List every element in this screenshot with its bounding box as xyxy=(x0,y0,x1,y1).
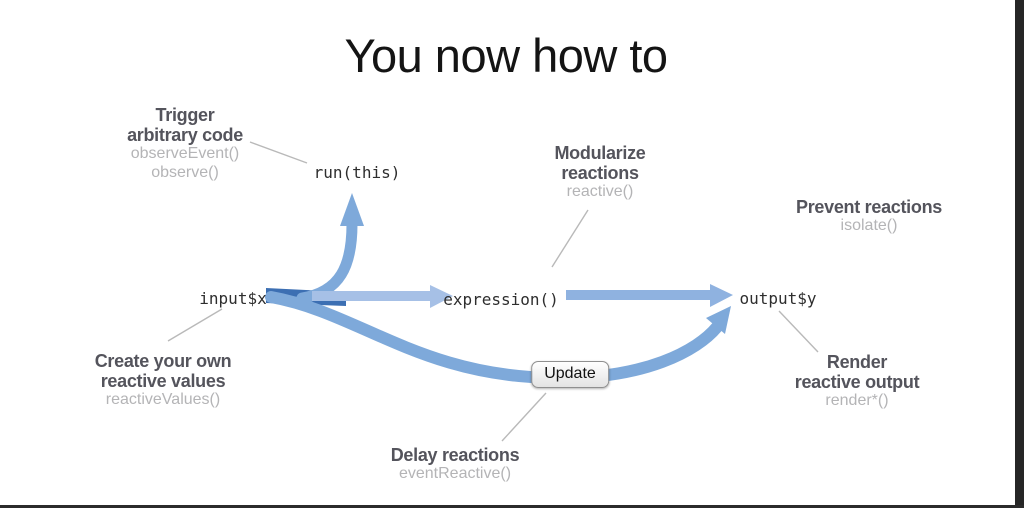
connector-output-to-render xyxy=(778,310,819,353)
annotation-modularize-heading-line1: Modularize xyxy=(554,143,646,163)
annotation-render: Render reactive output render*() xyxy=(795,352,920,411)
arrow-input-to-expression-head xyxy=(430,285,453,308)
connector-input-to-create xyxy=(167,308,223,342)
node-output-y: output$y xyxy=(739,289,817,308)
node-expression: expression() xyxy=(443,290,559,309)
annotation-modularize-fn1: reactive() xyxy=(566,183,634,200)
slide-title: You now how to xyxy=(344,29,668,82)
annotation-delay-fn1: eventReactive() xyxy=(398,465,512,482)
arrow-expression-to-output-head xyxy=(710,284,733,307)
annotation-render-fn1: render*() xyxy=(825,392,889,409)
arrow-update-curve-head xyxy=(706,306,731,334)
annotation-create-fn1: reactiveValues() xyxy=(105,391,221,408)
annotation-create-heading-line1: Create your own xyxy=(94,351,232,371)
annotation-render-heading-line1: Render xyxy=(826,352,888,372)
arrow-update-curve xyxy=(265,291,723,385)
connector-update-to-delay xyxy=(501,392,547,442)
annotation-prevent: Prevent reactions isolate() xyxy=(796,197,942,236)
connector-modularize-to-expression xyxy=(551,209,589,268)
node-run-this: run(this) xyxy=(313,163,401,182)
connector-trigger-to-runthis xyxy=(249,141,308,164)
annotation-create: Create your own reactive values reactive… xyxy=(95,351,232,410)
annotation-delay-heading-line1: Delay reactions xyxy=(390,445,520,465)
arrow-to-runthis xyxy=(296,218,358,304)
screen-edge-bottom-bar xyxy=(0,505,1024,508)
arrow-to-runthis-head xyxy=(340,193,364,226)
annotation-modularize-heading-line2: reactions xyxy=(561,163,639,183)
annotation-trigger-fn2: observe() xyxy=(151,163,219,181)
annotation-delay: Delay reactions eventReactive() xyxy=(391,445,520,484)
update-button[interactable]: Update xyxy=(531,361,609,388)
annotation-render-heading-line2: reactive output xyxy=(794,372,920,392)
annotation-prevent-fn1: isolate() xyxy=(840,217,898,234)
annotation-trigger-heading-line2: arbitrary code xyxy=(127,125,243,145)
annotation-trigger-heading-line1: Trigger xyxy=(155,105,215,125)
annotation-modularize: Modularize reactions reactive() xyxy=(554,143,645,202)
annotation-prevent-heading-line1: Prevent reactions xyxy=(796,197,942,217)
node-input-x: input$x xyxy=(199,289,267,308)
screen-edge-right-bar xyxy=(1015,0,1024,508)
annotation-trigger-fn1: observeEvent() xyxy=(130,145,240,162)
annotation-trigger: Trigger arbitrary code observeEvent() ob… xyxy=(127,105,243,182)
annotation-create-heading-line2: reactive values xyxy=(100,371,226,391)
